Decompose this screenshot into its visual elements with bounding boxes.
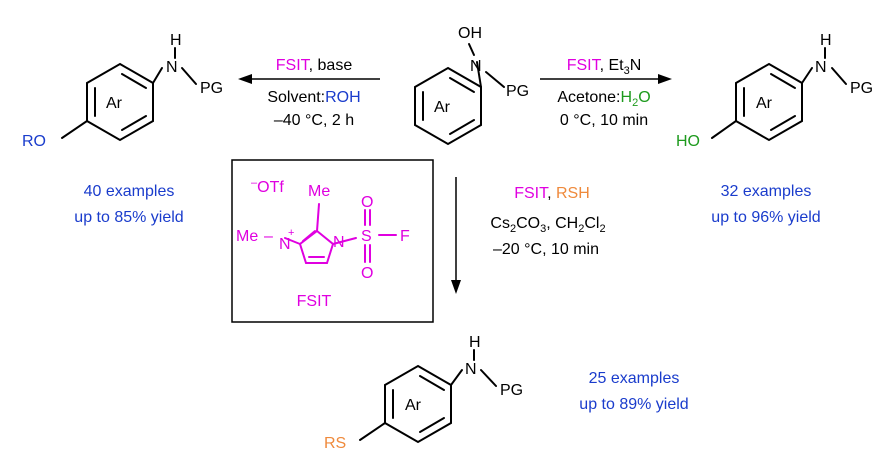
fluorine: F bbox=[400, 228, 410, 245]
base-text: , base bbox=[309, 57, 353, 74]
conditions-down: FSIT, RSH Cs2CO3, CH2Cl2 –20 °C, 10 min bbox=[490, 185, 605, 258]
et-text: , Et bbox=[600, 57, 625, 74]
left-yield: up to 85% yield bbox=[74, 209, 183, 226]
otf-label: OTf bbox=[257, 179, 284, 196]
conditions-left: FSIT, base Solvent:ROH –40 °C, 2 h bbox=[267, 57, 360, 129]
reagent-fsit-down: FSIT bbox=[514, 185, 549, 202]
fsit-name: FSIT bbox=[297, 293, 332, 310]
n-plus: N bbox=[279, 236, 291, 253]
oxygen-top: O bbox=[361, 194, 373, 211]
atom-pg-center: PG bbox=[506, 83, 529, 100]
cl-sub: 2 bbox=[599, 223, 605, 235]
atom-ar-center: Ar bbox=[434, 99, 451, 116]
me-dash: – bbox=[264, 228, 273, 245]
cs-text: Cs bbox=[490, 215, 510, 232]
result-bottom: 25 examples up to 89% yield bbox=[579, 370, 688, 413]
svg-text:Acetone:H2O: Acetone:H2O bbox=[557, 89, 650, 109]
atom-n-right: N bbox=[815, 59, 827, 76]
atom-oh: OH bbox=[458, 25, 482, 42]
atom-ar-bottom: Ar bbox=[405, 397, 422, 414]
et-n: N bbox=[630, 57, 642, 74]
atom-h-right: H bbox=[820, 32, 832, 49]
svg-text:Cs2CO3, CH2Cl2: Cs2CO3, CH2Cl2 bbox=[490, 215, 605, 235]
right-yield: up to 96% yield bbox=[711, 209, 820, 226]
atom-n-center: N bbox=[470, 58, 482, 75]
atom-n-bottom: N bbox=[465, 361, 477, 378]
n-right-imid: N bbox=[333, 234, 345, 251]
acetone-label: Acetone: bbox=[557, 89, 620, 106]
roh-text: ROH bbox=[325, 89, 361, 106]
svg-text:FSIT, RSH: FSIT, RSH bbox=[514, 185, 590, 202]
sulfur: S bbox=[361, 228, 372, 245]
product-ether: Ar H N PG RO bbox=[22, 32, 223, 150]
atom-h-left: H bbox=[170, 32, 182, 49]
reagent-fsit-right: FSIT bbox=[567, 57, 602, 74]
co-sub: 3 bbox=[540, 223, 546, 235]
arrow-left bbox=[238, 74, 380, 84]
atom-ar-left: Ar bbox=[106, 95, 123, 112]
result-right: 32 examples up to 96% yield bbox=[711, 183, 820, 226]
cl-text: Cl bbox=[584, 215, 599, 232]
oxygen-bottom: O bbox=[361, 265, 373, 282]
svg-text:FSIT, Et3N: FSIT, Et3N bbox=[567, 57, 642, 77]
atom-ro: RO bbox=[22, 133, 46, 150]
atom-ho: HO bbox=[676, 133, 700, 150]
atom-h-bottom: H bbox=[469, 334, 481, 351]
conditions-right: FSIT, Et3N Acetone:H2O 0 °C, 10 min bbox=[557, 57, 650, 129]
atom-n-left: N bbox=[166, 59, 178, 76]
water-h: H bbox=[621, 89, 633, 106]
conditions-down-temp: –20 °C, 10 min bbox=[493, 241, 599, 258]
conditions-left-temp: –40 °C, 2 h bbox=[274, 112, 354, 129]
ch-text: , CH bbox=[546, 215, 578, 232]
atom-pg-left: PG bbox=[200, 80, 223, 97]
bottom-yield: up to 89% yield bbox=[579, 396, 688, 413]
product-thioether: Ar H N PG RS bbox=[324, 334, 523, 452]
reagent-fsit-left: FSIT bbox=[276, 57, 311, 74]
me-top: Me bbox=[308, 183, 330, 200]
down-sep: , bbox=[547, 185, 556, 202]
et-subscript: 3 bbox=[624, 65, 630, 77]
water-o: O bbox=[638, 89, 650, 106]
result-left: 40 examples up to 85% yield bbox=[74, 183, 183, 226]
arrow-down bbox=[451, 177, 461, 294]
me-left: Me bbox=[236, 228, 258, 245]
plus-charge: + bbox=[288, 227, 294, 239]
co-text: CO bbox=[516, 215, 540, 232]
arrow-right bbox=[540, 74, 672, 84]
svg-text:FSIT, base: FSIT, base bbox=[276, 57, 353, 74]
bottom-examples: 25 examples bbox=[589, 370, 680, 387]
otf-minus: – bbox=[251, 177, 258, 189]
atom-ar-right: Ar bbox=[756, 95, 773, 112]
ch-sub: 2 bbox=[578, 223, 584, 235]
cs-sub: 2 bbox=[510, 223, 516, 235]
starting-material: Ar OH N PG bbox=[414, 25, 529, 146]
atom-pg-right: PG bbox=[850, 80, 873, 97]
conditions-right-temp: 0 °C, 10 min bbox=[560, 112, 648, 129]
left-examples: 40 examples bbox=[84, 183, 175, 200]
solvent-label: Solvent: bbox=[267, 89, 325, 106]
right-examples: 32 examples bbox=[721, 183, 812, 200]
rsh-text: RSH bbox=[556, 185, 590, 202]
svg-text:Solvent:ROH: Solvent:ROH bbox=[267, 89, 360, 106]
product-phenol: Ar H N PG HO bbox=[676, 32, 873, 150]
atom-pg-bottom: PG bbox=[500, 382, 523, 399]
fsit-reagent-box: –OTf Me Me – N + N S O O F FSIT bbox=[231, 159, 434, 323]
atom-rs: RS bbox=[324, 435, 346, 452]
water-subscript: 2 bbox=[632, 97, 638, 109]
svg-text:–OTf: –OTf bbox=[251, 177, 284, 196]
